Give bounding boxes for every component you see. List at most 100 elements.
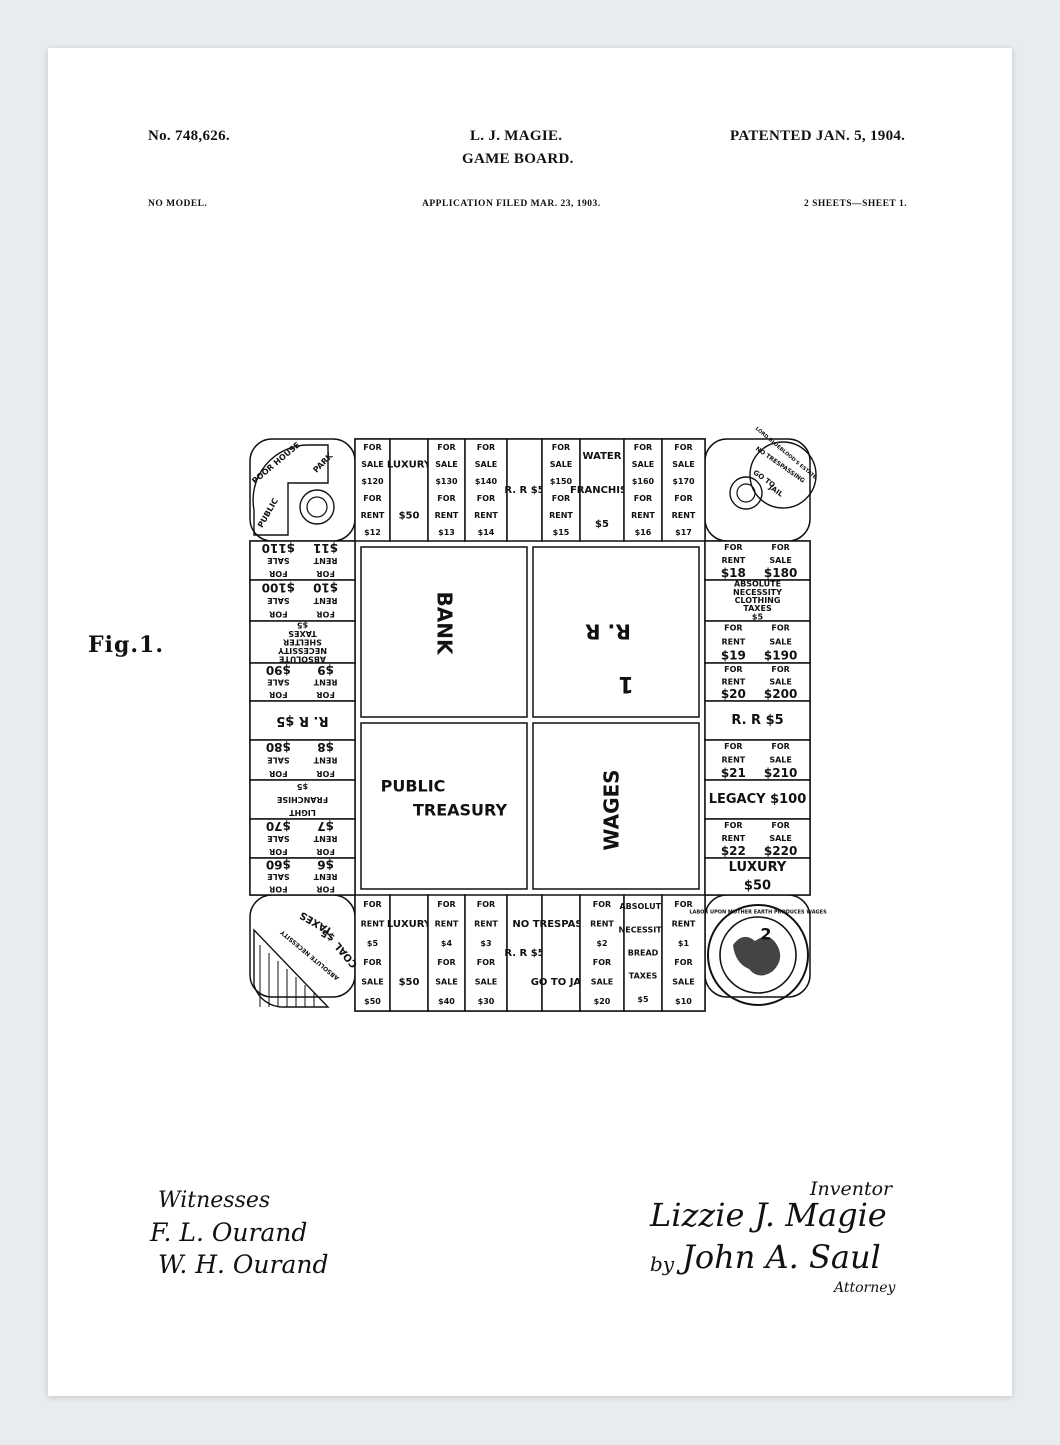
top-row-cell-box bbox=[427, 438, 466, 542]
bottom-row-cell-text: FOR bbox=[363, 900, 381, 909]
bottom-row-cell-text: ABSOLUTE bbox=[619, 902, 666, 911]
inventor-signature: Lizzie J. Magie bbox=[650, 1196, 887, 1234]
bottom-row-cell-text: GO TO JAIL bbox=[531, 977, 592, 988]
right-col-cell-box bbox=[704, 779, 811, 820]
bottom-row-cell-text: FOR bbox=[674, 958, 692, 967]
bottom-row-cell: LUXURY$50 bbox=[387, 894, 432, 1012]
right-col-cell-text: FOR bbox=[724, 665, 742, 674]
top-row-cell-text: $14 bbox=[478, 528, 495, 537]
park-fountain-icon bbox=[299, 489, 335, 525]
top-row-cell-text: $130 bbox=[435, 477, 458, 486]
railroad-label: R. R bbox=[585, 620, 631, 644]
mother-earth-outer-ring bbox=[707, 904, 809, 1006]
left-col-cell: R. R $5 bbox=[249, 700, 356, 741]
bottom-row-cell-text: FOR bbox=[477, 900, 495, 909]
figure-label: Fig.1. bbox=[88, 632, 164, 658]
treasury-label: TREASURY bbox=[413, 801, 508, 820]
right-col-cell-text: $22 bbox=[721, 844, 746, 858]
bottom-row-cell-text: $2 bbox=[596, 939, 607, 948]
left-col-cell-text: FOR bbox=[269, 569, 287, 578]
top-row-cell-text: R. R $5 bbox=[504, 485, 544, 496]
top-row-cell-box bbox=[579, 438, 625, 542]
top-row-cell-text: $17 bbox=[675, 528, 692, 537]
right-col-cell-box bbox=[704, 579, 811, 622]
patent-title: GAME BOARD. bbox=[462, 151, 574, 167]
top-row-cell-text: $15 bbox=[553, 528, 570, 537]
top-row-cell-text: $12 bbox=[364, 528, 381, 537]
right-col-cell-text: $200 bbox=[764, 687, 797, 701]
bottom-row-cell-text: $3 bbox=[480, 939, 491, 948]
bottom-row-cell-box bbox=[506, 894, 543, 1012]
poor-house-outline bbox=[252, 444, 329, 536]
bottom-row-cell-box bbox=[661, 894, 706, 1012]
top-row-cell-text: FOR bbox=[634, 443, 652, 452]
left-col-cell-box bbox=[249, 779, 356, 820]
left-col-cell-box bbox=[249, 739, 356, 781]
application-filed: APPLICATION FILED MAR. 23, 1903. bbox=[422, 199, 601, 209]
left-col-cell-text: $7 bbox=[317, 819, 334, 833]
right-col-cell-box bbox=[704, 662, 811, 702]
left-col-cell-text: $8 bbox=[317, 740, 334, 754]
top-row-cell-text: RENT bbox=[361, 511, 385, 520]
bottom-row-cell-text: RENT bbox=[474, 920, 498, 929]
top-row-cell-text: $120 bbox=[361, 477, 384, 486]
bottom-row-cell-text: RENT bbox=[361, 920, 385, 929]
right-col-cell-text: $210 bbox=[764, 766, 797, 780]
right-col-cell-text: $19 bbox=[721, 649, 746, 663]
bottom-row-cell-box bbox=[354, 894, 391, 1012]
right-col-cell-text: $20 bbox=[721, 687, 746, 701]
right-col-cell-text: RENT bbox=[721, 756, 745, 765]
left-col-cell-text: FOR bbox=[316, 847, 334, 856]
right-col-cell-text: RENT bbox=[721, 834, 745, 843]
left-col-cell-box bbox=[249, 818, 356, 859]
top-row-cell: LUXURY$50 bbox=[387, 438, 432, 542]
top-row-cell-text: $16 bbox=[635, 528, 652, 537]
left-col-cell-text: SALE bbox=[267, 756, 290, 765]
continent-icon bbox=[733, 936, 781, 976]
game-board: FORSALE$120FORRENT$12LUXURY$50FORSALE$13… bbox=[249, 426, 827, 1012]
model-note: NO MODEL. bbox=[148, 199, 208, 209]
railroad-quadrant bbox=[532, 546, 700, 718]
right-col-cell-text: ABSOLUTE bbox=[734, 580, 781, 589]
left-col-cell-text: $6 bbox=[317, 858, 334, 872]
top-row-cell-text: SALE bbox=[672, 460, 695, 469]
right-col-cell: LUXURY$50 bbox=[704, 857, 811, 896]
right-col-cell-text: SALE bbox=[769, 556, 792, 565]
bottom-row-cell-text: $4 bbox=[441, 939, 453, 948]
top-row-cell-text: FOR bbox=[363, 494, 381, 503]
right-col-cell-text: SALE bbox=[769, 834, 792, 843]
right-col-cell-text: FOR bbox=[771, 543, 789, 552]
right-col-cell-text: FOR bbox=[724, 742, 742, 751]
bottom-row-cell-box bbox=[541, 894, 581, 1012]
right-col-cell-text: NECESSITY bbox=[733, 588, 782, 597]
top-row-cell-text: FOR bbox=[477, 494, 495, 503]
bottom-row-cell: R. R $5 bbox=[504, 894, 545, 1012]
left-col-cell-text: $70 bbox=[266, 819, 291, 833]
right-col-cell-text: FOR bbox=[771, 821, 789, 830]
top-row-cell-box bbox=[389, 438, 429, 542]
right-col-cell-text: $190 bbox=[764, 649, 797, 663]
right-col-cell-text: $21 bbox=[721, 766, 746, 780]
right-col-cell-text: SALE bbox=[769, 678, 792, 687]
jail-yard-inner-icon bbox=[736, 483, 756, 503]
public-label: PUBLIC bbox=[381, 777, 446, 796]
bottom-row-cell-text: SALE bbox=[591, 978, 614, 987]
top-row-cell-box bbox=[354, 438, 391, 542]
attorney-signature: John A. Saul bbox=[682, 1238, 881, 1276]
right-col-cell-text: FOR bbox=[771, 742, 789, 751]
left-col-cell-text: SALE bbox=[267, 678, 290, 687]
left-col-cell-box bbox=[249, 700, 356, 741]
top-row-cell-text: $160 bbox=[632, 477, 655, 486]
bottom-row-cell-text: $5 bbox=[367, 939, 379, 948]
right-col-cell-text: LUXURY bbox=[729, 860, 787, 875]
attorney-label: Attorney bbox=[834, 1280, 896, 1296]
